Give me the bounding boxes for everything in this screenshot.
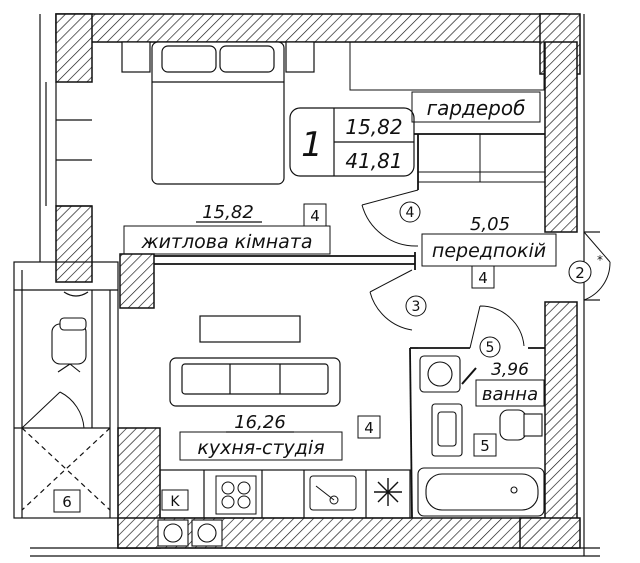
apartment-tag: [289, 107, 415, 177]
room-label-boxes: [53, 91, 557, 513]
bed: [121, 41, 315, 185]
wall-left-mid: [55, 205, 93, 283]
apartment-number: 1: [301, 125, 323, 165]
wall-right-upper: [544, 41, 578, 233]
balcony-mark: 6: [62, 493, 72, 511]
wardrobe-label: гардероб: [427, 96, 526, 120]
tv-unit: [199, 315, 301, 343]
sink-icon: [309, 475, 357, 511]
sofa: [169, 357, 341, 407]
hall-mark: 4: [478, 269, 488, 287]
wall-pillar: [119, 253, 155, 309]
wall-bottom: [117, 517, 549, 549]
door-mark-2: 2: [575, 264, 585, 282]
kitchen-counter: [159, 469, 411, 519]
fridge-mark: K: [170, 494, 180, 510]
wall-right-bottom-corner: [519, 517, 581, 549]
balcony: [13, 261, 119, 519]
kitchen-mark: 4: [364, 419, 374, 437]
kitchen-area: 16,26: [234, 412, 286, 433]
kitchen-label: кухня-студія: [197, 437, 324, 459]
wall-right-lower: [544, 301, 578, 549]
bathroom-area: 3,96: [491, 360, 529, 380]
hall-area: 5,05: [470, 214, 510, 235]
snowflake-icon: [374, 478, 402, 506]
wall-left-upper: [55, 13, 93, 83]
door-mark-4: 4: [406, 205, 415, 221]
door-mark-5: 5: [486, 340, 495, 356]
doors: [21, 189, 611, 429]
balcony-lamp-icon: [63, 291, 89, 297]
wall-top: [55, 13, 567, 43]
door-mark-3: 3: [412, 299, 421, 315]
apartment-total-area: 41,81: [345, 149, 402, 173]
bathroom-label: ванна: [482, 384, 538, 405]
appliances-below: [157, 519, 223, 547]
bathroom-mark: 5: [480, 437, 490, 455]
door-mark-circles: [399, 201, 592, 358]
door-mark-star: *: [597, 253, 603, 267]
bathroom-fixtures: [417, 355, 545, 517]
hall-label: передпокій: [432, 240, 546, 262]
living-label: житлова кімната: [140, 231, 312, 253]
living-area: 15,82: [202, 202, 254, 223]
living-mark: 4: [310, 207, 320, 225]
cooktop-icon: [215, 475, 257, 515]
fridge-box: [161, 489, 189, 511]
outer-lines: [30, 14, 600, 557]
apartment-living-area: 15,82: [345, 115, 402, 139]
wardrobe: [349, 41, 546, 183]
washbasin-faucet: [461, 367, 477, 385]
balcony-chair: [51, 317, 87, 373]
